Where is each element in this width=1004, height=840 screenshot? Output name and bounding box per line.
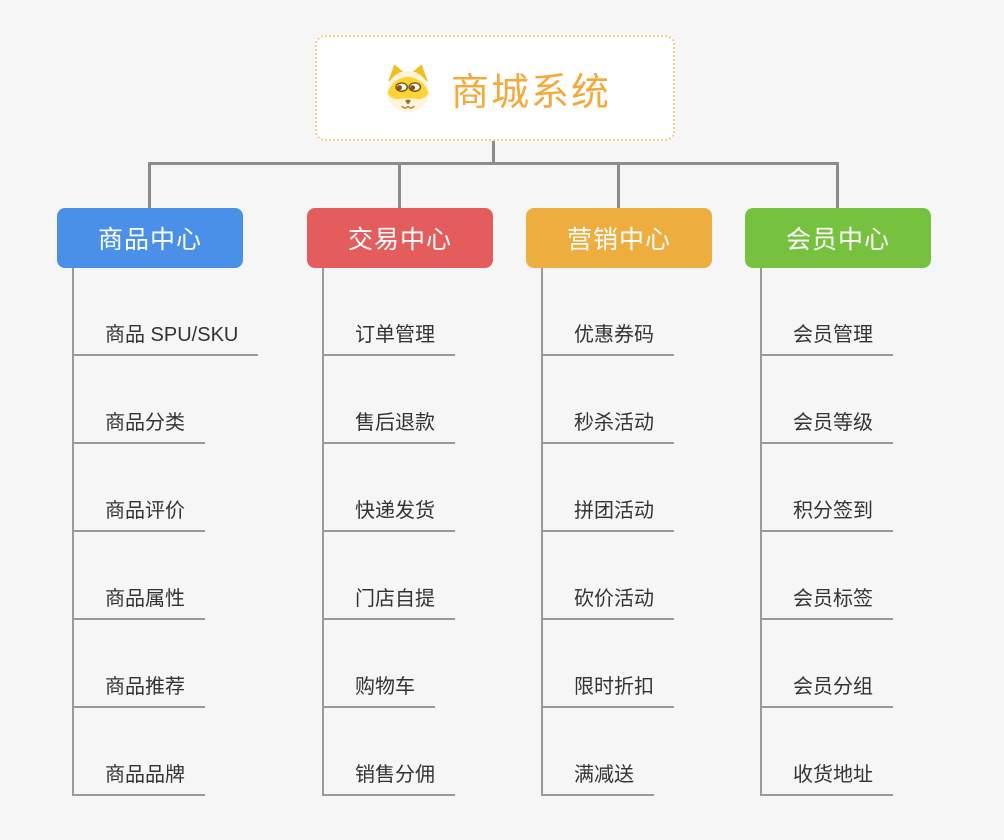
child-node[interactable]: 商品 SPU/SKU [72, 318, 259, 356]
child-node[interactable]: 购物车 [322, 670, 435, 708]
list-item: 限时折扣 [541, 620, 674, 708]
child-node[interactable]: 商品属性 [72, 582, 205, 620]
branch-children: 优惠券码 秒杀活动 拼团活动 砍价活动 限时折扣 满减送 [541, 268, 674, 796]
branch-spine-connector [760, 268, 762, 796]
child-node[interactable]: 快递发货 [322, 494, 455, 532]
child-node[interactable]: 会员等级 [760, 406, 893, 444]
child-node[interactable]: 满减送 [541, 758, 654, 796]
branch-marketing-center: 营销中心 优惠券码 秒杀活动 拼团活动 砍价活动 限时折扣 满减送 [526, 208, 766, 796]
list-item: 门店自提 [322, 532, 455, 620]
branch-product-center: 商品中心 商品 SPU/SKU 商品分类 商品评价 商品属性 商品推荐 商品品牌 [57, 208, 297, 796]
child-node[interactable]: 会员分组 [760, 670, 893, 708]
list-item: 商品推荐 [72, 620, 258, 708]
child-node[interactable]: 会员标签 [760, 582, 893, 620]
branch-member-center: 会员中心 会员管理 会员等级 积分签到 会员标签 会员分组 收货地址 [745, 208, 985, 796]
child-node[interactable]: 商品分类 [72, 406, 205, 444]
root-stem-connector [492, 140, 495, 164]
list-item: 购物车 [322, 620, 455, 708]
child-node[interactable]: 积分签到 [760, 494, 893, 532]
child-node[interactable]: 商品评价 [72, 494, 205, 532]
list-item: 商品分类 [72, 356, 258, 444]
child-node[interactable]: 收货地址 [760, 758, 893, 796]
branch-children: 订单管理 售后退款 快递发货 门店自提 购物车 销售分佣 [322, 268, 455, 796]
child-node[interactable]: 售后退款 [322, 406, 455, 444]
list-item: 会员等级 [760, 356, 893, 444]
list-item: 拼团活动 [541, 444, 674, 532]
child-node[interactable]: 砍价活动 [541, 582, 674, 620]
list-item: 订单管理 [322, 268, 455, 356]
branch-drop-connector [617, 162, 620, 209]
branch-bus-connector [149, 162, 839, 165]
dog-face-icon [387, 64, 429, 113]
branch-trade-center: 交易中心 订单管理 售后退款 快递发货 门店自提 购物车 销售分佣 [307, 208, 547, 796]
list-item: 秒杀活动 [541, 356, 674, 444]
child-node[interactable]: 商品推荐 [72, 670, 205, 708]
root-node[interactable]: 商城系统 [315, 35, 675, 141]
list-item: 商品属性 [72, 532, 258, 620]
child-node[interactable]: 商品品牌 [72, 758, 205, 796]
list-item: 销售分佣 [322, 708, 455, 796]
branch-spine-connector [322, 268, 324, 796]
list-item: 收货地址 [760, 708, 893, 796]
list-item: 商品 SPU/SKU [72, 268, 259, 356]
list-item: 商品品牌 [72, 708, 258, 796]
list-item: 售后退款 [322, 356, 455, 444]
list-item: 积分签到 [760, 444, 893, 532]
child-node[interactable]: 限时折扣 [541, 670, 674, 708]
child-node[interactable]: 销售分佣 [322, 758, 455, 796]
child-node[interactable]: 拼团活动 [541, 494, 674, 532]
child-node[interactable]: 会员管理 [760, 318, 893, 356]
branch-node[interactable]: 商品中心 [57, 208, 243, 268]
branch-children: 会员管理 会员等级 积分签到 会员标签 会员分组 收货地址 [760, 268, 893, 796]
root-title: 商城系统 [450, 71, 611, 114]
child-node[interactable]: 订单管理 [322, 318, 455, 356]
child-node[interactable]: 秒杀活动 [541, 406, 674, 444]
list-item: 满减送 [541, 708, 674, 796]
branch-node[interactable]: 会员中心 [745, 208, 931, 268]
branch-children: 商品 SPU/SKU 商品分类 商品评价 商品属性 商品推荐 商品品牌 [72, 268, 259, 796]
list-item: 优惠券码 [541, 268, 674, 356]
branch-spine-connector [72, 268, 74, 796]
list-item: 砍价活动 [541, 532, 674, 620]
list-item: 会员分组 [760, 620, 893, 708]
branch-drop-connector [398, 162, 401, 209]
branch-node[interactable]: 交易中心 [307, 208, 493, 268]
branch-drop-connector [148, 162, 151, 209]
branch-drop-connector [836, 162, 839, 209]
list-item: 会员标签 [760, 532, 893, 620]
list-item: 快递发货 [322, 444, 455, 532]
child-node[interactable]: 优惠券码 [541, 318, 674, 356]
list-item: 商品评价 [72, 444, 258, 532]
branch-node[interactable]: 营销中心 [526, 208, 712, 268]
child-node[interactable]: 门店自提 [322, 582, 455, 620]
list-item: 会员管理 [760, 268, 893, 356]
branch-spine-connector [541, 268, 543, 796]
